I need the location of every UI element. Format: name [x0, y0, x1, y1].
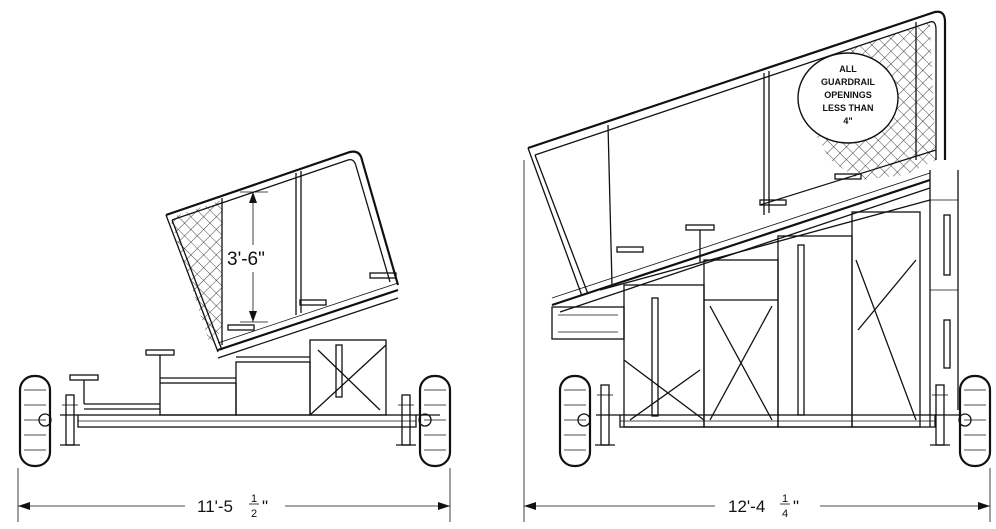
- right-front-wheel: [558, 374, 592, 468]
- right-width-dimension: 12'-4 1 4 ": [523, 160, 991, 522]
- left-width-fraction-numerator: 1: [251, 493, 257, 505]
- left-pedestal-seats: [69, 272, 397, 404]
- left-front-wheel: [18, 374, 52, 468]
- right-jack-front: [595, 384, 615, 446]
- guardrail-note-bubble: ALL GUARDRAIL OPENINGS LESS THAN 4": [797, 52, 899, 144]
- left-seating-boxes: [84, 339, 387, 416]
- left-width-dimension: 11'-5 1 2 ": [17, 468, 451, 522]
- right-inclined-deck: [551, 172, 931, 313]
- left-inclined-deck: [217, 282, 399, 359]
- guardrail-height-label: 3'-6": [227, 249, 265, 270]
- right-width-fraction-denominator: 4: [782, 508, 788, 520]
- left-bleacher-view: 3'-6" 11'-5 1 2 ": [17, 150, 452, 522]
- right-rear-wheel: [958, 374, 992, 468]
- left-width-label: 11'-5: [197, 497, 233, 516]
- left-base-frame: [60, 414, 440, 428]
- note-line-4: LESS THAN: [822, 103, 873, 113]
- left-jack-front: [60, 394, 80, 446]
- left-width-fraction-denominator: 2: [251, 508, 257, 520]
- note-line-2: GUARDRAIL: [821, 77, 875, 87]
- left-height-dimension: 3'-6": [227, 191, 268, 323]
- right-width-fraction-numerator: 1: [782, 493, 788, 505]
- left-jack-rear: [396, 394, 416, 446]
- note-line-3: OPENINGS: [824, 90, 872, 100]
- left-width-inch-mark: ": [262, 497, 268, 516]
- right-pedestal-seats: [616, 173, 862, 262]
- right-width-label: 12'-4: [728, 497, 765, 516]
- right-width-inch-mark: ": [793, 497, 799, 516]
- right-step-box: [551, 306, 625, 340]
- right-seating-boxes: [623, 170, 959, 428]
- note-line-1: ALL: [839, 64, 857, 74]
- left-guardrail: [165, 150, 400, 353]
- right-bleacher-view: ALL GUARDRAIL OPENINGS LESS THAN 4" 12'-…: [523, 10, 992, 522]
- left-rear-wheel: [418, 374, 452, 468]
- right-jack-rear: [930, 384, 950, 446]
- note-line-5: 4": [843, 116, 852, 126]
